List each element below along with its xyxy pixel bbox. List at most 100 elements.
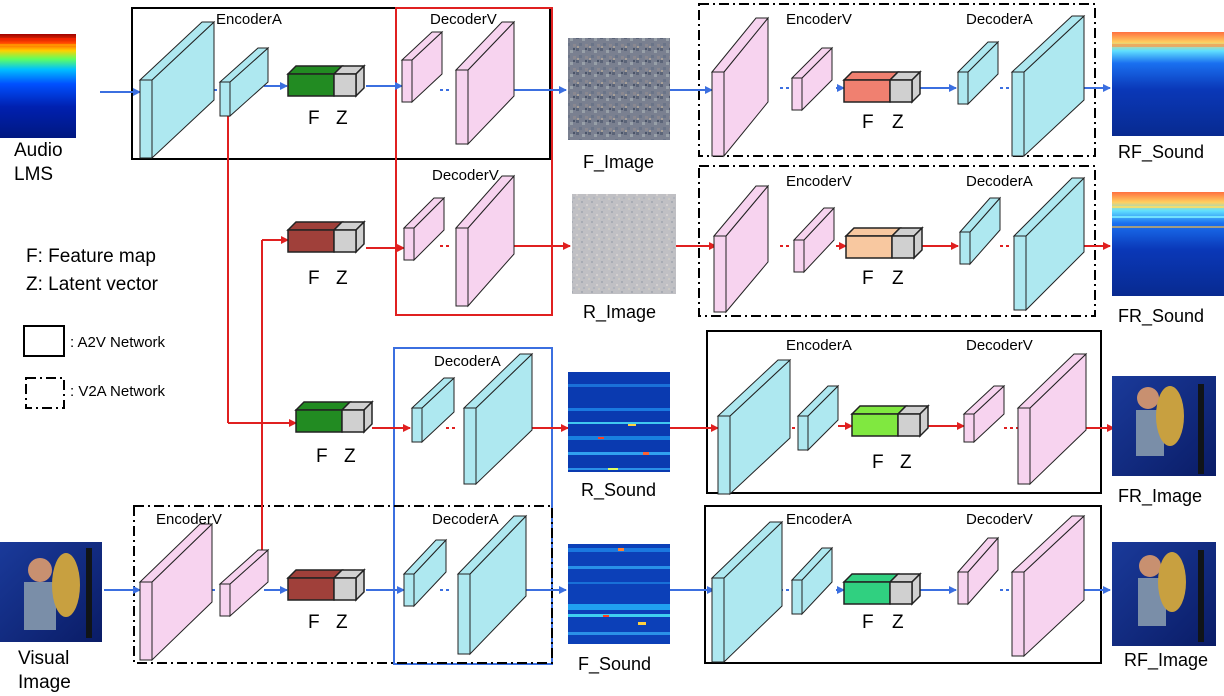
rf-sound-label: RF_Sound xyxy=(1118,142,1204,163)
feature-latent-block xyxy=(842,70,922,104)
layer-plate xyxy=(410,376,456,444)
encoder-a-header: EncoderA xyxy=(786,337,852,354)
f-label: F xyxy=(872,452,884,473)
layer-plate xyxy=(454,174,516,308)
layer-plates xyxy=(138,14,1088,664)
layer-plate-front xyxy=(219,81,231,117)
rf-sound-spectrogram xyxy=(1112,32,1224,136)
layer-plate-front xyxy=(401,59,413,103)
v2a-box-bottom-left xyxy=(133,505,553,664)
arrows xyxy=(100,82,1115,594)
r-sound-spectrogram xyxy=(568,372,670,472)
encoder-a-header: EncoderA xyxy=(216,11,282,28)
feature-map-top xyxy=(844,227,902,237)
r-sound-label: R_Sound xyxy=(581,480,656,501)
visual-image-label-line1: Visual xyxy=(18,648,69,669)
z-label: Z xyxy=(892,268,904,289)
decoder-v-header: DecoderV xyxy=(966,337,1033,354)
fr-sound-spectrogram xyxy=(1112,192,1224,296)
layer-plate-front xyxy=(403,227,415,261)
latent-vector-front xyxy=(897,413,921,437)
z-label: Z xyxy=(892,612,904,633)
feature-latent-block xyxy=(850,404,930,438)
layer-plate xyxy=(138,20,216,160)
fr-sound-label: FR_Sound xyxy=(1118,306,1204,327)
f-label: F xyxy=(308,268,320,289)
a2v-box-top-left xyxy=(131,7,551,160)
a2v-box-row4 xyxy=(704,505,1102,664)
network-boxes xyxy=(131,3,1102,665)
layer-plate xyxy=(710,520,784,664)
f-image-picture xyxy=(568,38,670,140)
latent-vector-front xyxy=(333,229,357,253)
layer-plate xyxy=(456,514,528,656)
encoder-a-header: EncoderA xyxy=(786,511,852,528)
layer-plate xyxy=(402,196,446,262)
layer-plate-front xyxy=(139,79,153,159)
layer-plate-front xyxy=(139,581,153,661)
layer-plate-front xyxy=(713,235,727,313)
legend-a2v-swatch xyxy=(23,325,65,357)
f-label: F xyxy=(308,612,320,633)
feature-map-top xyxy=(850,405,908,415)
z-label: Z xyxy=(336,268,348,289)
layer-plate-front xyxy=(219,583,231,617)
feature-map-front xyxy=(287,577,335,601)
feature-latent-block xyxy=(286,568,366,602)
feature-latent-block xyxy=(844,226,924,260)
layer-plate xyxy=(138,522,214,662)
decoder-v-header: DecoderV xyxy=(430,11,497,28)
z-label: Z xyxy=(336,108,348,129)
feature-map-top xyxy=(842,71,900,81)
v2a-box-row1 xyxy=(698,3,1096,157)
latent-vector-front xyxy=(891,235,915,259)
layer-plate xyxy=(218,548,270,618)
f-label: F xyxy=(862,268,874,289)
legend-latent-vector: Z: Latent vector xyxy=(26,274,159,295)
decoder-a-header: DecoderA xyxy=(966,11,1033,28)
f-label: F xyxy=(862,112,874,133)
encoder-v-header: EncoderV xyxy=(156,511,222,528)
layer-plate xyxy=(790,46,834,112)
f-label: F xyxy=(316,446,328,467)
layer-plate-front xyxy=(797,415,809,451)
rf-image-photo xyxy=(1112,542,1216,646)
legend-v2a-swatch xyxy=(25,377,65,409)
layer-plate xyxy=(962,384,1006,444)
f-image-label: F_Image xyxy=(583,152,654,173)
feature-latent-block xyxy=(286,64,366,98)
z-label: Z xyxy=(892,112,904,133)
layer-plate-front xyxy=(791,579,803,615)
layer-plate-front xyxy=(403,573,415,607)
feature-map-front xyxy=(843,79,891,103)
latent-vector-front xyxy=(333,577,357,601)
feature-map-front xyxy=(843,581,891,605)
latent-vector-front xyxy=(889,79,913,103)
images xyxy=(0,32,1224,646)
layer-plate-front xyxy=(463,407,477,485)
visual-image-label-line2: Image xyxy=(18,672,71,693)
feature-latent-block xyxy=(286,220,366,254)
feature-map-front xyxy=(851,413,899,437)
feature-latent-block xyxy=(842,572,922,606)
layer-plate-front xyxy=(957,71,969,105)
z-label: Z xyxy=(336,612,348,633)
decoder-a-header: DecoderA xyxy=(966,173,1033,190)
layer-plate-front xyxy=(455,227,469,307)
layer-plate xyxy=(1016,352,1088,486)
layer-plate-front xyxy=(411,407,423,443)
rf-image-label: RF_Image xyxy=(1124,650,1208,671)
layer-plate-front xyxy=(1013,235,1027,311)
feature-map-top xyxy=(286,221,344,231)
layer-plate-front xyxy=(791,77,803,111)
feature-latent-blocks xyxy=(286,64,930,606)
text-labels: Audio LMS Visual Image F_Image R_Image R… xyxy=(14,11,1208,693)
decoder-a-header: DecoderA xyxy=(434,353,501,370)
layer-plate-front xyxy=(1011,71,1025,157)
encoder-v-header: EncoderV xyxy=(786,11,852,28)
layer-plate xyxy=(1010,14,1086,158)
feature-map-front xyxy=(845,235,893,259)
decoder-a-header: DecoderA xyxy=(432,511,499,528)
f-label: F xyxy=(862,612,874,633)
f-sound-label: F_Sound xyxy=(578,654,651,675)
